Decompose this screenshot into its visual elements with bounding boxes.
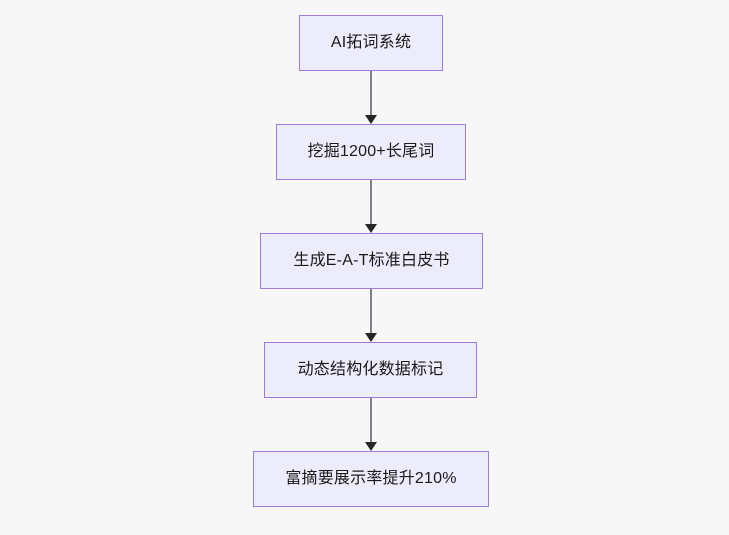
flowchart-node-label: 动态结构化数据标记 [297, 361, 444, 378]
flowchart-node-n1[interactable]: AI拓词系统 [299, 15, 443, 71]
arrowhead-icon [365, 224, 377, 233]
flowchart-edge-n3-n4 [360, 289, 382, 342]
flowchart-node-label: 挖掘1200+长尾词 [307, 143, 435, 160]
edge-line [370, 398, 372, 443]
flowchart-node-label: 富摘要展示率提升210% [285, 470, 457, 487]
arrowhead-icon [365, 442, 377, 451]
edge-line [370, 71, 372, 116]
flowchart-node-n5[interactable]: 富摘要展示率提升210% [253, 451, 489, 507]
arrowhead-icon [365, 115, 377, 124]
flowchart-node-label: 生成E-A-T标准白皮书 [293, 252, 450, 269]
flowchart-node-n4[interactable]: 动态结构化数据标记 [264, 342, 477, 398]
flowchart-edge-n4-n5 [360, 398, 382, 451]
flowchart-edge-n2-n3 [360, 180, 382, 233]
arrowhead-icon [365, 333, 377, 342]
flowchart-edge-n1-n2 [360, 71, 382, 124]
flowchart-node-label: AI拓词系统 [330, 34, 412, 51]
edge-line [370, 289, 372, 334]
edge-line [370, 180, 372, 225]
flowchart-node-n3[interactable]: 生成E-A-T标准白皮书 [260, 233, 483, 289]
flowchart-node-n2[interactable]: 挖掘1200+长尾词 [276, 124, 466, 180]
